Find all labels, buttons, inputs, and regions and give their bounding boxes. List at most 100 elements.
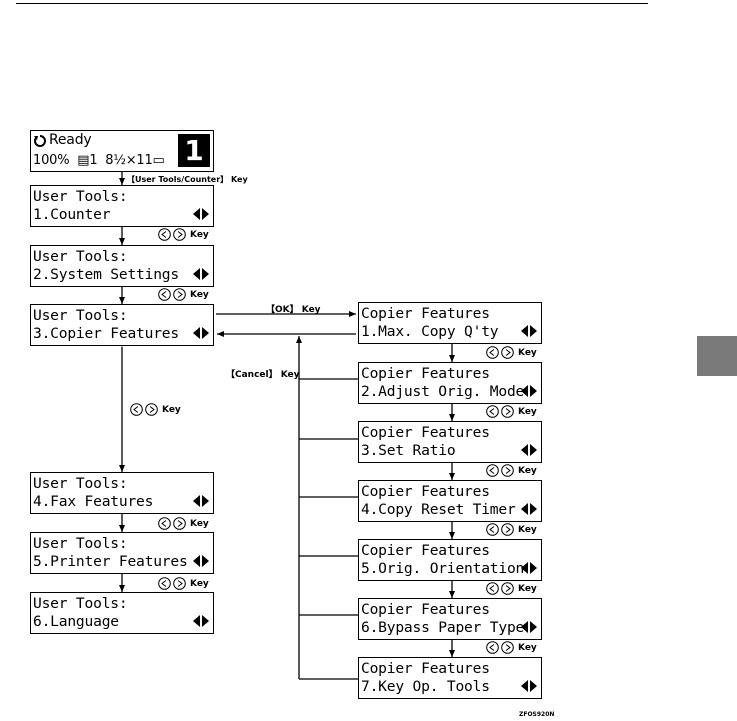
left-right-arrow-icon bbox=[193, 327, 209, 339]
screen-line1: User Tools: bbox=[33, 248, 128, 265]
screen-line2: 5.Printer Features bbox=[33, 553, 188, 570]
user-tools-screen-5: User Tools: 5.Printer Features bbox=[30, 532, 214, 574]
left-key-icon bbox=[130, 403, 143, 416]
screen-line1: User Tools: bbox=[33, 188, 128, 205]
user-tools-screen-1: User Tools: 1.Counter bbox=[30, 185, 214, 227]
copy-count: 1 bbox=[178, 134, 210, 167]
user-tools-screen-3: User Tools: 3.Copier Features bbox=[30, 304, 214, 346]
left-key-icon bbox=[486, 464, 499, 477]
ok-key-label: 【OK】 Key bbox=[266, 305, 321, 315]
left-right-arrow-icon bbox=[193, 208, 209, 220]
left-key-icon bbox=[486, 405, 499, 418]
user-tools-screen-2: User Tools: 2.System Settings bbox=[30, 245, 214, 287]
screen-line1: Copier Features bbox=[361, 542, 490, 559]
chapter-tab bbox=[697, 336, 737, 376]
screen-line2: 2.Adjust Orig. Mode bbox=[361, 383, 525, 400]
copier-features-screen-3: Copier Features 3.Set Ratio bbox=[358, 421, 542, 463]
user-tools-screen-6: User Tools: 6.Language bbox=[30, 592, 214, 634]
key-label: Key bbox=[518, 524, 537, 535]
screen-line1: Copier Features bbox=[361, 601, 490, 618]
ready-screen: Ready 100% ▤1 8½×11▭ 1 bbox=[30, 130, 214, 172]
screen-line1: Copier Features bbox=[361, 305, 490, 322]
key-label: Key bbox=[518, 347, 537, 358]
left-right-arrow-icon bbox=[521, 325, 537, 337]
left-right-arrow-icon bbox=[521, 503, 537, 515]
right-key-icon bbox=[173, 228, 186, 241]
right-key-icon bbox=[145, 403, 158, 416]
left-key-icon bbox=[158, 288, 171, 301]
screen-line2: 5.Orig. Orientation bbox=[361, 560, 525, 577]
key-label: Key bbox=[190, 518, 209, 529]
right-key-icon bbox=[501, 346, 514, 359]
key-label: Key bbox=[190, 229, 209, 240]
right-key-icon bbox=[501, 405, 514, 418]
left-right-arrow-icon bbox=[193, 268, 209, 280]
left-right-arrow-icon bbox=[193, 615, 209, 627]
left-right-arrow-icon bbox=[521, 385, 537, 397]
key-label: Key bbox=[162, 404, 181, 415]
copier-features-screen-2: Copier Features 2.Adjust Orig. Mode bbox=[358, 362, 542, 404]
screen-line2: 6.Bypass Paper Type bbox=[361, 619, 525, 636]
nav-key-indicator: Key bbox=[486, 405, 537, 418]
key-label: Key bbox=[518, 406, 537, 417]
right-key-icon bbox=[501, 464, 514, 477]
copier-features-screen-6: Copier Features 6.Bypass Paper Type bbox=[358, 598, 542, 640]
screen-line2: 3.Copier Features bbox=[33, 325, 179, 342]
nav-key-indicator: Key bbox=[486, 464, 537, 477]
screen-line2: 4.Copy Reset Timer bbox=[361, 501, 516, 518]
left-key-icon bbox=[486, 346, 499, 359]
screen-line2: 1.Max. Copy Q'ty bbox=[361, 323, 499, 340]
right-key-icon bbox=[173, 517, 186, 530]
copier-features-screen-7: Copier Features 7.Key Op. Tools bbox=[358, 657, 542, 699]
left-right-arrow-icon bbox=[521, 680, 537, 692]
key-label: Key bbox=[190, 289, 209, 300]
copier-features-screen-1: Copier Features 1.Max. Copy Q'ty bbox=[358, 302, 542, 344]
right-key-icon bbox=[501, 523, 514, 536]
right-key-icon bbox=[501, 582, 514, 595]
figure-code: ZFOS920N bbox=[519, 711, 555, 718]
screen-line1: Copier Features bbox=[361, 660, 490, 677]
left-right-arrow-icon bbox=[193, 555, 209, 567]
left-right-arrow-icon bbox=[521, 444, 537, 456]
screen-line2: 4.Fax Features bbox=[33, 493, 154, 510]
copier-features-screen-5: Copier Features 5.Orig. Orientation bbox=[358, 539, 542, 581]
key-label: Key bbox=[190, 578, 209, 589]
screen-line2: 1.Counter bbox=[33, 206, 111, 223]
user-tools-screen-4: User Tools: 4.Fax Features bbox=[30, 472, 214, 514]
screen-line1: Copier Features bbox=[361, 483, 490, 500]
left-key-icon bbox=[158, 228, 171, 241]
left-key-icon bbox=[158, 577, 171, 590]
screen-line2: 2.System Settings bbox=[33, 266, 179, 283]
nav-key-indicator: Key bbox=[486, 582, 537, 595]
left-key-icon bbox=[486, 523, 499, 536]
user-tools-key-label: 【User Tools/Counter】 Key bbox=[127, 175, 248, 184]
screen-line2: 6.Language bbox=[33, 613, 119, 630]
screen-line2: 3.Set Ratio bbox=[361, 442, 456, 459]
left-right-arrow-icon bbox=[193, 495, 209, 507]
screen-line1: User Tools: bbox=[33, 475, 128, 492]
copier-features-screen-4: Copier Features 4.Copy Reset Timer bbox=[358, 480, 542, 522]
left-key-icon bbox=[486, 641, 499, 654]
nav-key-indicator: Key bbox=[158, 288, 209, 301]
screen-line1: Copier Features bbox=[361, 365, 490, 382]
nav-key-indicator: Key bbox=[486, 523, 537, 536]
nav-key-indicator: Key bbox=[158, 517, 209, 530]
screen-line2: 7.Key Op. Tools bbox=[361, 678, 490, 695]
nav-key-indicator: Key bbox=[158, 577, 209, 590]
nav-key-indicator: Key bbox=[486, 346, 537, 359]
key-label: Key bbox=[518, 465, 537, 476]
right-key-icon bbox=[501, 641, 514, 654]
cancel-key-label: 【Cancel】 Key bbox=[226, 370, 300, 380]
nav-key-indicator: Key bbox=[130, 403, 181, 416]
key-label: Key bbox=[518, 583, 537, 594]
left-key-icon bbox=[486, 582, 499, 595]
right-key-icon bbox=[173, 577, 186, 590]
left-key-icon bbox=[158, 517, 171, 530]
screen-line1: User Tools: bbox=[33, 307, 128, 324]
screen-line1: User Tools: bbox=[33, 535, 128, 552]
nav-key-indicator: Key bbox=[486, 641, 537, 654]
nav-key-indicator: Key bbox=[158, 228, 209, 241]
ready-info: 100% ▤1 8½×11▭ bbox=[33, 153, 165, 168]
ready-status: Ready bbox=[49, 132, 92, 148]
